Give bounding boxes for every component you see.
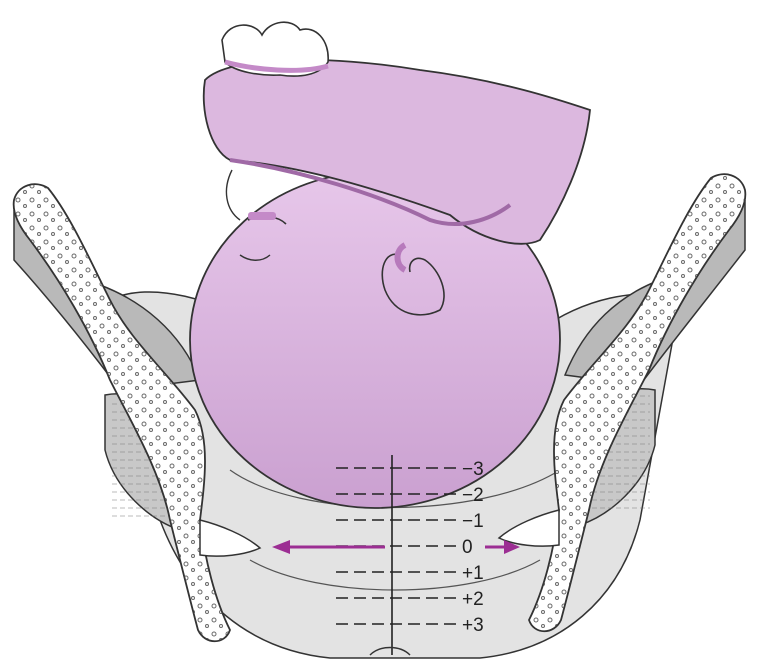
fetal-eyelid-shade <box>248 212 276 220</box>
fetal-nose <box>226 170 240 220</box>
station-label: −1 <box>462 511 484 532</box>
station-label: +3 <box>462 615 484 636</box>
station-label: 0 <box>462 537 473 558</box>
station-label: −2 <box>462 485 484 506</box>
station-label: +1 <box>462 563 484 584</box>
station-label: +2 <box>462 589 484 610</box>
station-label: −3 <box>462 459 484 480</box>
